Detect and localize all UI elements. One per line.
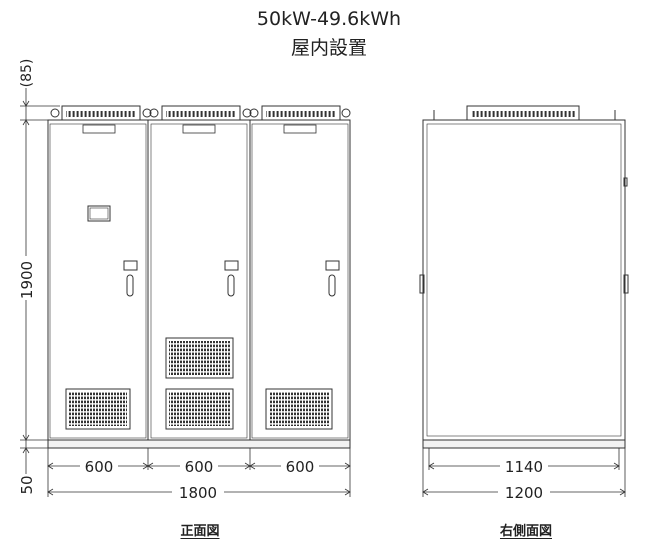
dim-top-clearance: (85) [19, 59, 35, 88]
dim-base: 50 [18, 475, 36, 494]
roof-fan-units [50, 105, 351, 121]
title-model: 50kW-49.6kWh [256, 8, 402, 30]
cabinet-center [147, 119, 251, 441]
dim-front-total: 1800 [179, 484, 217, 502]
cabinet-right [249, 119, 351, 441]
side-base [422, 439, 626, 449]
title-installation: 屋内設置 [290, 37, 367, 59]
cabinet-left [47, 119, 149, 441]
dim-cabinet-width-1: 600 [85, 458, 114, 476]
front-view [47, 105, 351, 449]
side-view-caption: 右側面図 [499, 524, 552, 539]
dim-side-total: 1200 [505, 484, 543, 502]
front-dimension-labels: (85) 1900 50 600 600 600 1800 [18, 58, 319, 502]
front-base [47, 439, 351, 449]
dim-height: 1900 [18, 261, 36, 299]
dim-cabinet-width-2: 600 [185, 458, 214, 476]
dim-side-inner: 1140 [505, 458, 543, 476]
front-dimensions [20, 60, 351, 497]
front-view-caption: 正面図 [180, 524, 220, 539]
side-dimension-labels: 1140 1200 [498, 458, 550, 502]
side-view [419, 105, 629, 449]
dim-cabinet-width-3: 600 [286, 458, 315, 476]
